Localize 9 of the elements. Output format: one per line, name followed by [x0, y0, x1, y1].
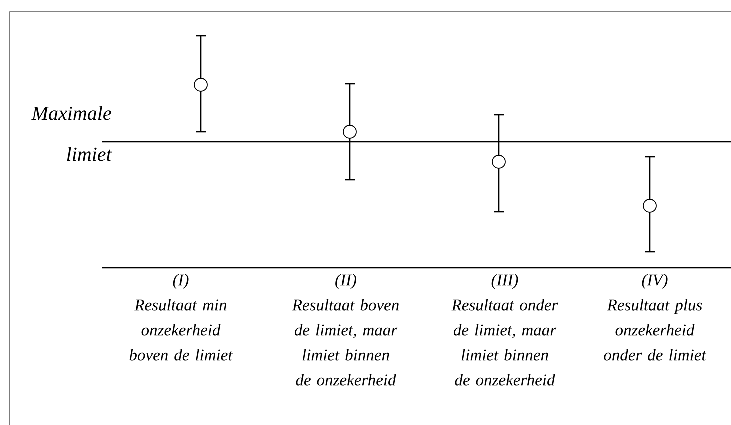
case-description: Resultaat boven de limiet, maar limiet binnen de onzekerheid: [292, 299, 399, 386]
case-description: Resultaat min onzekerheid boven de limiet: [130, 299, 234, 361]
case-number: (II): [336, 274, 356, 290]
case-description: Resultaat onder de limiet, maar limiet binnen de onzekerheid: [452, 299, 558, 386]
case-description: Resultaat plus onzekerheid onder de limiet: [604, 299, 707, 361]
case-number: (I): [173, 274, 189, 290]
case-number: (III): [492, 274, 518, 290]
axis-label: Maximale limiet: [32, 106, 112, 162]
case-number: (IV): [642, 274, 668, 290]
